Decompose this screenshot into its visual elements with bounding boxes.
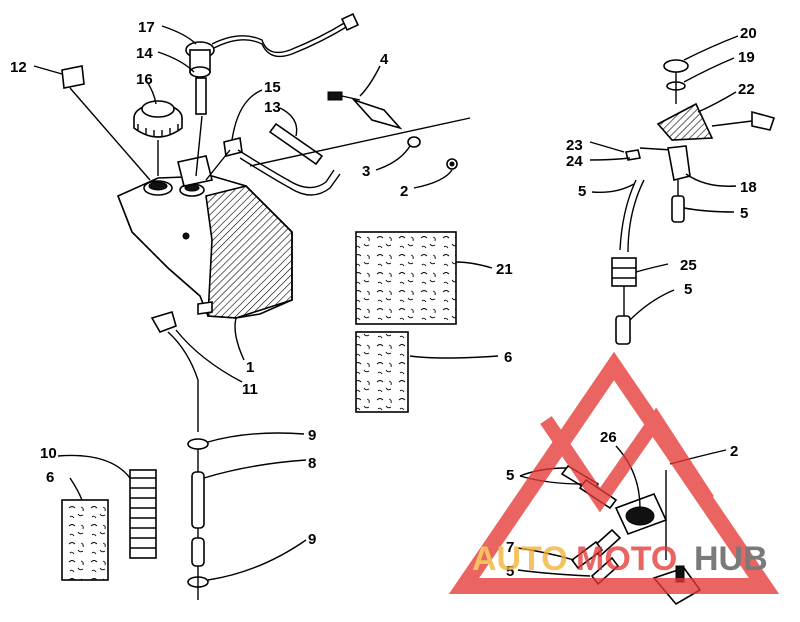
tank-cap bbox=[133, 100, 183, 138]
filter-spring bbox=[129, 469, 157, 559]
callout-26: 26 bbox=[600, 429, 617, 446]
callout-12: 12 bbox=[10, 59, 27, 76]
callout-24: 24 bbox=[566, 153, 583, 170]
callout-2-lower: 2 bbox=[730, 443, 738, 460]
callout-9-upper: 9 bbox=[308, 427, 316, 444]
callout-7: 7 bbox=[506, 539, 514, 556]
callout-15: 15 bbox=[264, 79, 281, 96]
outlet-elbow bbox=[150, 311, 177, 333]
callout-21: 21 bbox=[496, 261, 513, 278]
callout-19: 19 bbox=[738, 49, 755, 66]
callout-22: 22 bbox=[738, 81, 755, 98]
leader-lines bbox=[33, 25, 739, 581]
oil-line-hose bbox=[187, 438, 209, 600]
vent-hose-straight bbox=[268, 122, 324, 166]
level-sensor bbox=[185, 12, 360, 115]
callout-1: 1 bbox=[246, 359, 254, 376]
inline-fuel-filter bbox=[611, 257, 637, 287]
callout-5-c: 5 bbox=[684, 281, 692, 298]
foam-pad-6 bbox=[355, 331, 409, 413]
fuel-valve-assembly bbox=[611, 59, 776, 345]
callout-6-lower: 6 bbox=[46, 469, 54, 486]
callout-9-lower: 9 bbox=[308, 531, 316, 548]
tank-outlet bbox=[197, 301, 213, 315]
watermark-text-moto: MOTO bbox=[576, 540, 677, 578]
callout-18: 18 bbox=[740, 179, 757, 196]
watermark-logo: AUTO MOTO HUB bbox=[448, 351, 780, 594]
callout-2: 2 bbox=[400, 183, 408, 200]
callout-16: 16 bbox=[136, 71, 153, 88]
foam-pad-21 bbox=[355, 231, 457, 325]
oil-tank-assembly bbox=[61, 12, 471, 600]
callout-23: 23 bbox=[566, 137, 583, 154]
callout-5-d: 5 bbox=[506, 467, 514, 484]
decal bbox=[61, 65, 85, 89]
callout-8: 8 bbox=[308, 455, 316, 472]
callout-5-b: 5 bbox=[740, 205, 748, 222]
watermark-text-auto: AUTO bbox=[472, 540, 568, 578]
callout-4: 4 bbox=[380, 51, 389, 68]
callout-5-a: 5 bbox=[578, 183, 586, 200]
callout-17: 17 bbox=[138, 19, 155, 36]
tank-mount-hole bbox=[182, 232, 190, 240]
knob bbox=[663, 59, 689, 73]
watermark-inner-mark bbox=[540, 407, 714, 513]
watermark-text-hub: HUB bbox=[694, 540, 768, 578]
callout-25: 25 bbox=[680, 257, 697, 274]
callout-13: 13 bbox=[264, 99, 281, 116]
tank-side-shading bbox=[205, 185, 293, 319]
callout-20: 20 bbox=[740, 25, 757, 42]
callout-6: 6 bbox=[504, 349, 512, 366]
callout-labels: 17 14 12 16 15 13 4 3 2 21 6 1 11 9 8 9 … bbox=[10, 19, 757, 580]
foam-pad-small bbox=[61, 499, 109, 581]
callout-14: 14 bbox=[136, 45, 153, 62]
callout-10: 10 bbox=[40, 445, 57, 462]
callout-11: 11 bbox=[242, 381, 258, 398]
mount-bracket-hardware bbox=[327, 91, 458, 170]
valve-plate bbox=[656, 102, 714, 141]
sender-bracket bbox=[177, 155, 213, 187]
callout-5-e: 5 bbox=[506, 563, 514, 580]
callout-3: 3 bbox=[362, 163, 370, 180]
